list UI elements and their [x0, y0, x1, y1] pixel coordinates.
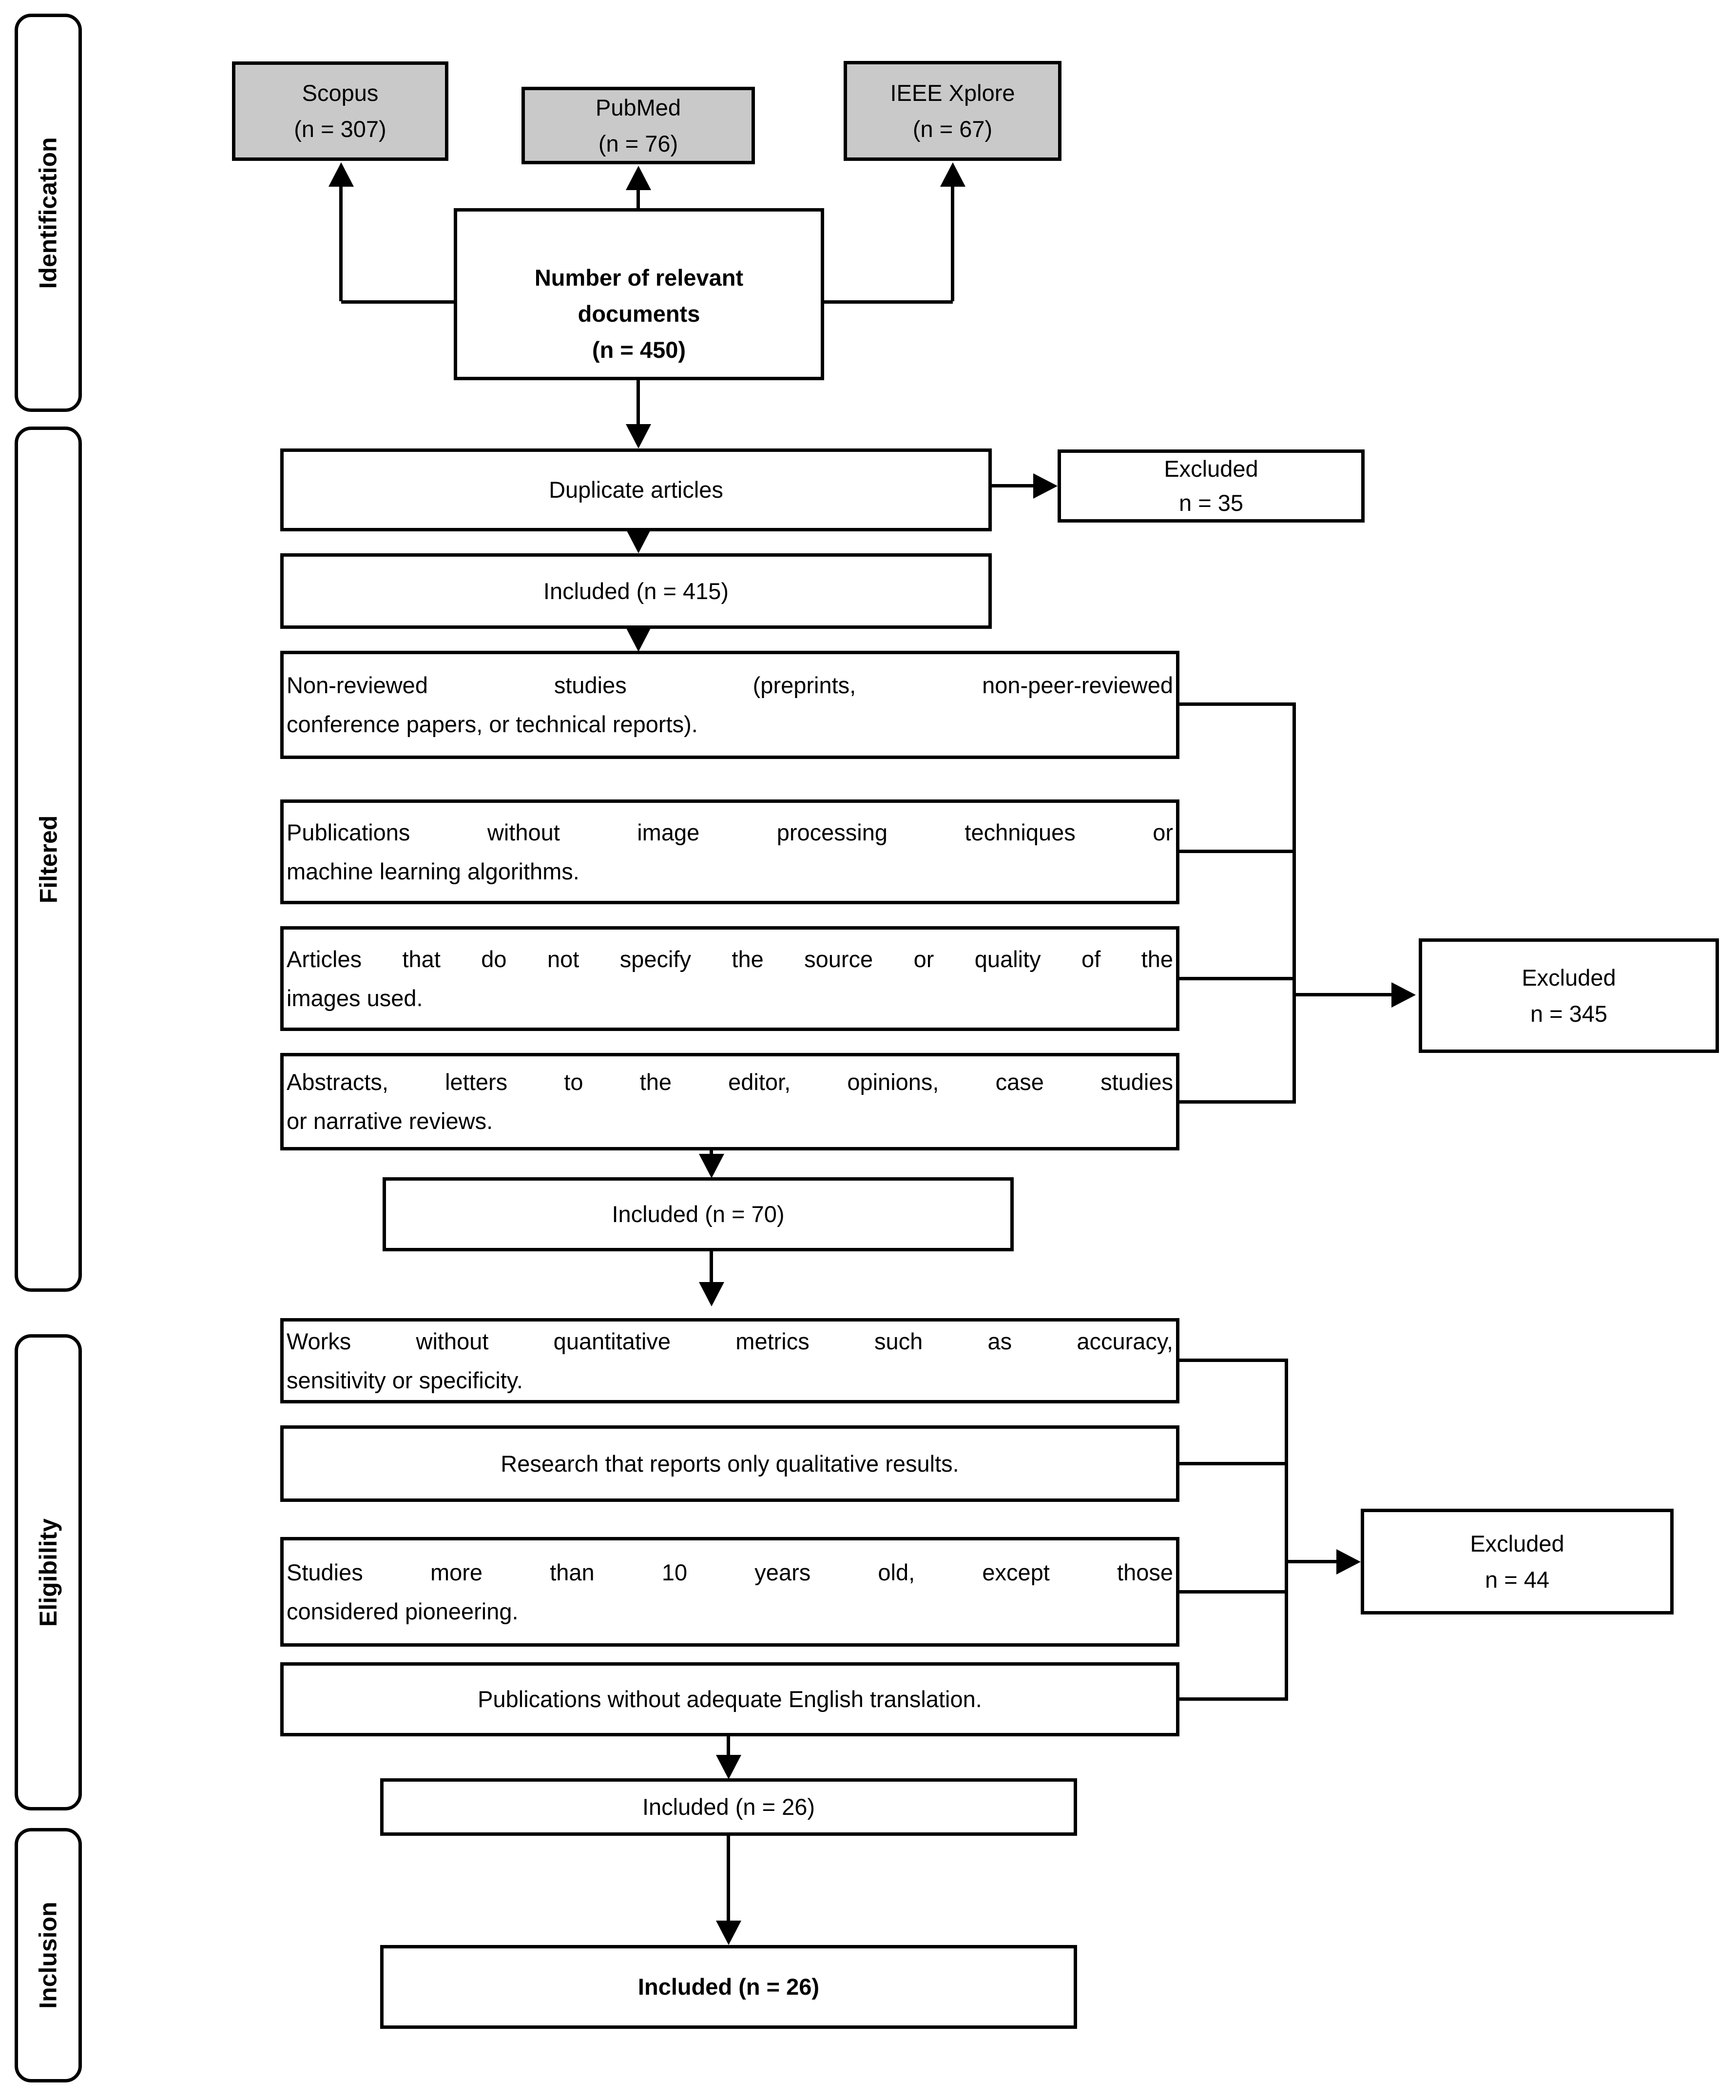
phase-filtered-label: Filtered — [35, 815, 62, 903]
excluded345-title: Excluded — [1522, 964, 1616, 991]
arrowhead-to-pubmed — [626, 166, 651, 190]
connector-scopus-vertical — [339, 184, 343, 301]
relevant-line3: (n = 450) — [592, 337, 686, 363]
phase-filtered: Filtered — [15, 427, 82, 1292]
connector-down-duplicate — [637, 380, 640, 425]
source-pubmed-count: (n = 76) — [598, 130, 678, 156]
included26-final-label: Included (n = 26) — [637, 1974, 820, 2000]
arrowhead-to-filter-criteria — [626, 627, 651, 652]
source-box-pubmed: PubMed (n = 76) — [521, 87, 755, 164]
elig1-line2: sensitivity or specificity. — [287, 1367, 523, 1393]
filter4-line1: Abstracts, letters to the editor, opinio… — [287, 1069, 1173, 1095]
included70-box: Included (n = 70) — [383, 1177, 1014, 1251]
phase-eligibility-label: Eligibility — [35, 1518, 62, 1627]
phase-identification-label: Identification — [35, 136, 62, 289]
bus-filtered — [1292, 702, 1296, 1104]
bus-eligibility — [1285, 1359, 1288, 1701]
filter3-line2: images used. — [287, 985, 423, 1011]
filter-criterion-no-image-processing: Publications without image processing te… — [280, 799, 1179, 904]
filter-criterion-abstracts-letters: Abstracts, letters to the editor, opinio… — [280, 1053, 1179, 1150]
filter1-line1: Non-reviewed studies (preprints, non-pee… — [287, 672, 1173, 698]
excluded345-count: n = 345 — [1530, 1000, 1608, 1027]
relevant-documents-box: Number of relevant documents (n = 450) — [454, 208, 824, 380]
phase-inclusion: Inclusion — [15, 1828, 82, 2082]
included415-label: Included (n = 415) — [543, 578, 729, 604]
phase-identification: Identification — [15, 14, 82, 412]
eligibility-criterion-old-studies: Studies more than 10 years old, except t… — [280, 1537, 1179, 1647]
source-scopus-name: Scopus — [302, 80, 379, 106]
connector-to-eligibility — [710, 1251, 713, 1283]
stub-filter1 — [1179, 702, 1295, 706]
excluded44-box: Excluded n = 44 — [1361, 1509, 1674, 1614]
filter1-line2: conference papers, or technical reports)… — [287, 711, 698, 737]
stub-filter3 — [1179, 977, 1295, 980]
elig2-line1: Research that reports only qualitative r… — [501, 1450, 959, 1477]
stub-elig4 — [1179, 1697, 1288, 1701]
filter-criterion-no-source-quality: Articles that do not specify the source … — [280, 926, 1179, 1031]
excluded35-count: n = 35 — [1179, 490, 1243, 516]
source-box-scopus: Scopus (n = 307) — [232, 61, 448, 161]
arrowhead-to-excluded35 — [1033, 473, 1058, 499]
elig3-line2: considered pioneering. — [287, 1598, 519, 1624]
source-ieee-name: IEEE Xplore — [890, 79, 1015, 106]
filter2-line2: machine learning algorithms. — [287, 858, 579, 884]
duplicate-articles-box: Duplicate articles — [280, 448, 992, 531]
included70-label: Included (n = 70) — [612, 1201, 785, 1227]
connector-to-included26 — [727, 1736, 730, 1758]
elig3-line1: Studies more than 10 years old, except t… — [287, 1559, 1173, 1585]
connector-to-included70 — [710, 1150, 713, 1156]
excluded44-title: Excluded — [1470, 1530, 1564, 1556]
filter2-line1: Publications without image processing te… — [287, 819, 1173, 845]
excluded35-box: Excluded n = 35 — [1058, 449, 1365, 523]
source-pubmed-name: PubMed — [595, 94, 681, 120]
arrowhead-to-duplicate — [626, 424, 651, 448]
connector-to-final — [727, 1836, 730, 1924]
source-scopus-count: (n = 307) — [294, 116, 386, 142]
filter3-line1: Articles that do not specify the source … — [287, 946, 1173, 972]
filter4-line2: or narrative reviews. — [287, 1108, 493, 1134]
phase-eligibility: Eligibility — [15, 1334, 82, 1810]
arrowhead-to-included26 — [716, 1755, 741, 1779]
included26-final-box: Included (n = 26) — [380, 1945, 1077, 2029]
duplicate-articles-label: Duplicate articles — [549, 477, 723, 503]
arrowhead-to-included415 — [626, 529, 651, 553]
connector-excluded35 — [992, 484, 1036, 487]
eligibility-criterion-no-metrics: Works without quantitative metrics such … — [280, 1318, 1179, 1403]
arrowhead-to-final — [716, 1921, 741, 1945]
relevant-line1: Number of relevant — [534, 265, 744, 291]
arrowhead-to-scopus — [328, 162, 354, 187]
included26-box: Included (n = 26) — [380, 1778, 1077, 1836]
stub-elig2 — [1179, 1462, 1288, 1465]
excluded44-count: n = 44 — [1485, 1566, 1549, 1593]
connector-excluded345 — [1294, 993, 1391, 996]
stub-elig1 — [1179, 1359, 1288, 1362]
stub-filter2 — [1179, 850, 1295, 853]
source-ieee-count: (n = 67) — [912, 116, 993, 142]
phase-inclusion-label: Inclusion — [35, 1902, 62, 2009]
eligibility-criterion-qualitative-only: Research that reports only qualitative r… — [280, 1425, 1179, 1502]
stub-filter4 — [1179, 1100, 1295, 1104]
stub-elig3 — [1179, 1590, 1288, 1594]
filter-criterion-non-reviewed: Non-reviewed studies (preprints, non-pee… — [280, 651, 1179, 759]
connector-scopus-horizontal — [341, 300, 454, 304]
included26-label: Included (n = 26) — [642, 1794, 815, 1820]
elig4-line1: Publications without adequate English tr… — [478, 1686, 982, 1712]
arrowhead-to-ieee — [940, 162, 965, 187]
elig1-line1: Works without quantitative metrics such … — [287, 1328, 1173, 1354]
source-box-ieee-xplore: IEEE Xplore (n = 67) — [844, 61, 1061, 161]
connector-pubmed-vertical — [637, 189, 640, 208]
connector-ieee-horizontal — [824, 300, 953, 304]
connector-ieee-vertical — [951, 184, 954, 301]
arrowhead-to-eligibility — [699, 1282, 724, 1306]
excluded35-title: Excluded — [1164, 456, 1258, 482]
excluded345-box: Excluded n = 345 — [1419, 938, 1719, 1053]
arrowhead-to-included70 — [699, 1154, 724, 1178]
arrowhead-to-excluded345 — [1391, 982, 1416, 1008]
included415-box: Included (n = 415) — [280, 553, 992, 629]
relevant-line2: documents — [578, 301, 700, 327]
arrowhead-to-excluded44 — [1336, 1549, 1361, 1575]
connector-excluded44 — [1287, 1560, 1338, 1563]
eligibility-criterion-no-translation: Publications without adequate English tr… — [280, 1662, 1179, 1736]
